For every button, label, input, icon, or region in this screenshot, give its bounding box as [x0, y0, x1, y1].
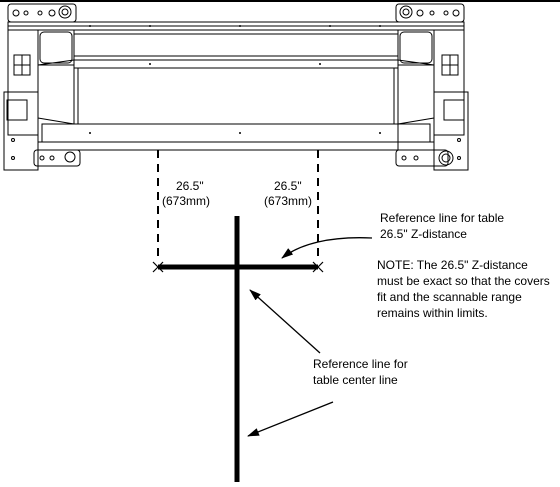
right-end-cross-mark — [312, 261, 324, 273]
center-reference-arrow-lower — [247, 401, 334, 437]
right-side-column — [397, 29, 469, 171]
center-reference-label-line1: Reference line for — [313, 357, 408, 371]
center-reference-arrow-upper — [249, 289, 321, 354]
note-line3: fit and the scannable range — [377, 290, 522, 304]
table-frame-drawing — [0, 0, 560, 171]
bottom-left-corner-plate — [33, 149, 81, 167]
z-reference-label-line1: Reference line for table — [380, 211, 504, 225]
z-reference-arrow — [281, 237, 373, 259]
note-line1: NOTE: The 26.5" Z-distance — [377, 258, 528, 272]
z-reference-label-line2: 26.5" Z-distance — [380, 227, 467, 241]
center-reference-label-line2: table center line — [313, 373, 398, 387]
left-end-cross-mark — [152, 261, 164, 273]
note-line4: remains within limits. — [377, 306, 488, 320]
right-dimension-metric: (673mm) — [264, 194, 312, 208]
bottom-right-corner-plate — [395, 149, 454, 167]
right-dimension-value: 26.5" — [274, 179, 302, 193]
left-side-column — [3, 29, 75, 171]
note-line2: must be exact so that the covers — [377, 274, 550, 288]
left-dimension-value: 26.5" — [176, 179, 204, 193]
top-left-corner-plate — [7, 3, 77, 23]
dimension-guides — [157, 150, 319, 262]
top-right-corner-plate — [395, 3, 465, 23]
left-dimension-metric: (673mm) — [162, 194, 210, 208]
